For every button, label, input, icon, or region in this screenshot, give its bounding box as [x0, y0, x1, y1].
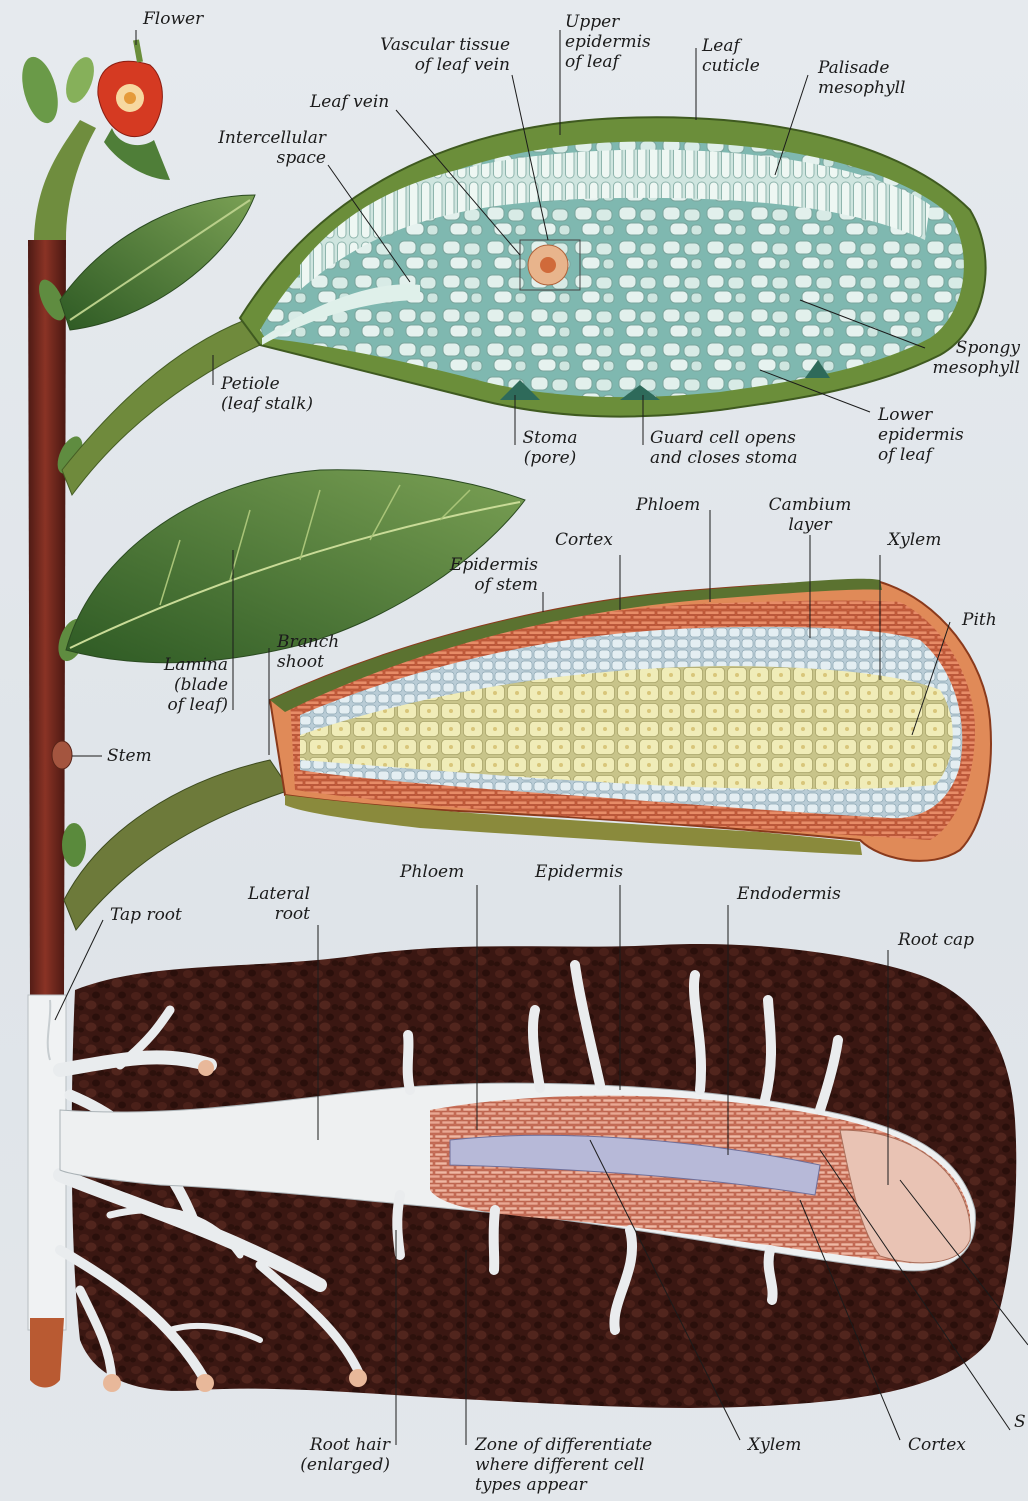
label-zone-differentiation: Zone of differentiate where different ce… — [475, 1435, 652, 1495]
label-pith: Pith — [962, 610, 997, 630]
label-lateral-root: Lateral root — [220, 884, 310, 924]
label-cortex-root: Cortex — [908, 1435, 966, 1455]
flower — [98, 61, 170, 180]
label-root-hair: Root hair (enlarged) — [280, 1435, 390, 1475]
label-intercellular-space: Intercellular space — [190, 128, 326, 168]
label-spongy-mesophyll: Spongy mesophyll — [880, 338, 1020, 378]
label-cut-s: S — [1014, 1412, 1026, 1432]
label-vascular-tissue: Vascular tissue of leaf vein — [360, 35, 510, 75]
label-upper-epidermis: Upper epidermis of leaf — [565, 12, 651, 72]
stem-node — [52, 741, 72, 769]
label-phloem-stem: Phloem — [636, 495, 700, 515]
label-petiole: Petiole (leaf stalk) — [221, 374, 313, 414]
label-endodermis: Endodermis — [737, 884, 841, 904]
label-lamina: Lamina (blade of leaf) — [130, 655, 228, 715]
label-stoma: Stoma (pore) — [505, 428, 595, 468]
label-cambium-layer: Cambium layer — [750, 495, 870, 535]
label-epidermis-stem: Epidermis of stem — [420, 555, 538, 595]
label-branch-shoot: Branch shoot — [277, 632, 339, 672]
label-xylem-root: Xylem — [748, 1435, 801, 1455]
stem-top — [34, 120, 96, 240]
main-stem — [28, 240, 66, 1000]
label-xylem-stem: Xylem — [888, 530, 941, 550]
label-lower-epidermis: Lower epidermis of leaf — [878, 405, 964, 465]
label-cortex-stem: Cortex — [555, 530, 613, 550]
label-root-cap: Root cap — [898, 930, 974, 950]
label-guard-cell: Guard cell opens and closes stoma — [650, 428, 798, 468]
label-leaf-vein: Leaf vein — [310, 92, 389, 112]
label-epidermis-root: Epidermis — [535, 862, 623, 882]
label-phloem-root: Phloem — [400, 862, 464, 882]
label-leaf-cuticle: Leaf cuticle — [702, 36, 760, 76]
label-flower: Flower — [143, 9, 203, 29]
label-palisade-mesophyll: Palisade mesophyll — [818, 58, 905, 98]
label-tap-root: Tap root — [110, 905, 182, 925]
label-stem: Stem — [107, 746, 152, 766]
